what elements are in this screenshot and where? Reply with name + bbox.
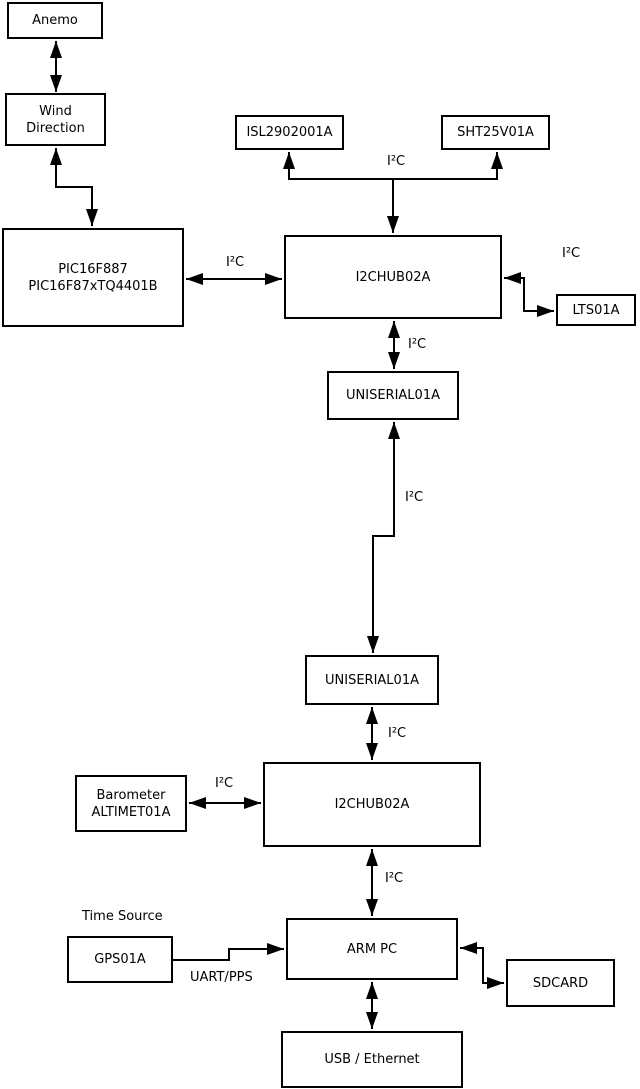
node-gps-label: GPS01A [94, 952, 146, 967]
node-arm-pc: ARM PC [286, 918, 458, 980]
edge-uniserial-upper-uniserial-lower [367, 422, 400, 653]
node-isl: ISL2902001A [235, 115, 344, 150]
edge-i2chub-upper-lts [504, 272, 554, 317]
node-uniserial-lower: UNISERIAL01A [305, 655, 439, 705]
edge-label-i2c-uniserial-hub-lower: I²C [388, 726, 407, 741]
edge-label-uart-pps: UART/PPS [190, 970, 253, 985]
node-gps: GPS01A [67, 936, 173, 983]
node-i2chub-upper-label: I2CHUB02A [355, 269, 431, 285]
edge-gps-armpc [173, 943, 284, 961]
edge-label-time-source: Time Source [82, 909, 163, 924]
node-sht: SHT25V01A [441, 115, 550, 150]
node-wind-direction: Wind Direction [5, 93, 106, 146]
edge-label-i2c-hub-uniserial: I²C [408, 337, 427, 352]
node-arm-pc-label: ARM PC [346, 941, 398, 957]
node-isl-label: ISL2902001A [246, 125, 333, 140]
node-usb-ethernet: USB / Ethernet [281, 1031, 463, 1088]
edge-label-i2c-hub-armpc: I²C [385, 871, 404, 886]
node-i2chub-lower-label: I2CHUB02A [334, 797, 410, 812]
node-barometer-line2: ALTIMET01A [91, 804, 171, 820]
node-sdcard-label: SDCARD [532, 975, 589, 991]
node-pic-line2: PIC16F87xTQ4401B [28, 278, 158, 294]
node-pic: PIC16F887 PIC16F87xTQ4401B [2, 228, 184, 327]
edge-label-i2c-lts: I²C [562, 246, 581, 261]
node-i2chub-upper: I2CHUB02A [284, 235, 502, 319]
edge-label-i2c-barometer: I²C [215, 776, 234, 791]
node-anemo: Anemo [7, 2, 103, 39]
edge-label-i2c-pic-hub: I²C [226, 255, 245, 270]
node-usb-ethernet-label: USB / Ethernet [324, 1052, 420, 1067]
node-wind-direction-line1: Wind [39, 103, 72, 119]
node-uniserial-upper: UNISERIAL01A [327, 371, 459, 420]
node-sdcard: SDCARD [506, 959, 615, 1007]
node-lts-label: LTS01A [572, 302, 620, 318]
edge-winddirection-pic [50, 148, 98, 226]
node-uniserial-lower-label: UNISERIAL01A [325, 672, 419, 688]
node-sht-label: SHT25V01A [457, 125, 534, 140]
node-uniserial-upper-label: UNISERIAL01A [346, 388, 440, 403]
node-wind-direction-line2: Direction [26, 120, 85, 136]
node-barometer: Barometer ALTIMET01A [75, 775, 187, 832]
edge-label-i2c-uniserial-link: I²C [405, 490, 424, 505]
edge-armpc-sdcard [460, 942, 504, 989]
edge-label-i2c-bus-top: I²C [387, 154, 406, 169]
node-anemo-label: Anemo [32, 13, 78, 28]
node-i2chub-lower: I2CHUB02A [263, 762, 481, 847]
node-pic-line1: PIC16F887 [58, 261, 128, 277]
node-barometer-line1: Barometer [96, 787, 166, 803]
node-lts: LTS01A [556, 294, 636, 326]
